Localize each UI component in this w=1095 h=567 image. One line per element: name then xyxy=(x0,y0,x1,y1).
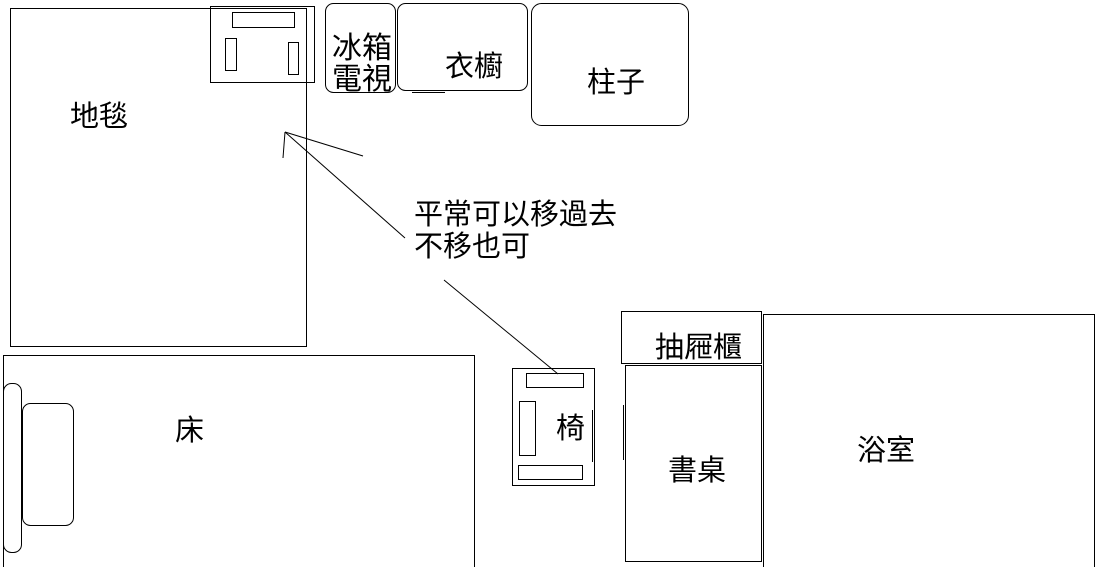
bed-label: 床 xyxy=(175,413,205,447)
bed-pillow xyxy=(22,403,74,526)
bed-outline xyxy=(3,355,475,567)
wardrobe-label: 衣櫥 xyxy=(445,49,504,83)
arrowhead-left xyxy=(282,131,286,159)
chair-outline xyxy=(512,368,595,486)
chair-front xyxy=(518,465,583,480)
top-chair-outline xyxy=(210,6,315,83)
bathroom-label: 浴室 xyxy=(857,433,916,467)
fridge-tv-outline xyxy=(325,3,396,93)
chair-back xyxy=(526,373,584,388)
chair-label: 椅 xyxy=(556,411,586,445)
top-chair-armrest-right xyxy=(288,42,299,75)
drawer-cabinet-outline xyxy=(621,311,762,364)
arrowhead-right xyxy=(284,131,364,157)
fridge-label: 冰箱 xyxy=(332,31,392,66)
desk-outline xyxy=(625,365,762,562)
arrow-line-lower xyxy=(443,279,559,375)
top-chair-back xyxy=(232,12,295,28)
pillar-outline xyxy=(531,3,689,126)
carpet-label: 地毯 xyxy=(70,99,129,133)
bed-headboard xyxy=(3,383,22,553)
top-chair-armrest-left xyxy=(225,38,237,71)
desk-label: 書桌 xyxy=(668,453,727,487)
note-line-1: 平常可以移過去 xyxy=(414,197,618,231)
tv-label: 電視 xyxy=(332,62,392,97)
drawer-cabinet-label: 抽屜櫃 xyxy=(655,330,743,364)
note-line-2: 不移也可 xyxy=(414,229,531,263)
arrow-line-upper xyxy=(284,131,406,239)
chair-armrest xyxy=(519,401,536,456)
wardrobe-outline xyxy=(397,3,528,91)
carpet-outline xyxy=(10,8,307,347)
bathroom-outline xyxy=(763,314,1095,567)
pillar-label: 柱子 xyxy=(587,65,646,99)
